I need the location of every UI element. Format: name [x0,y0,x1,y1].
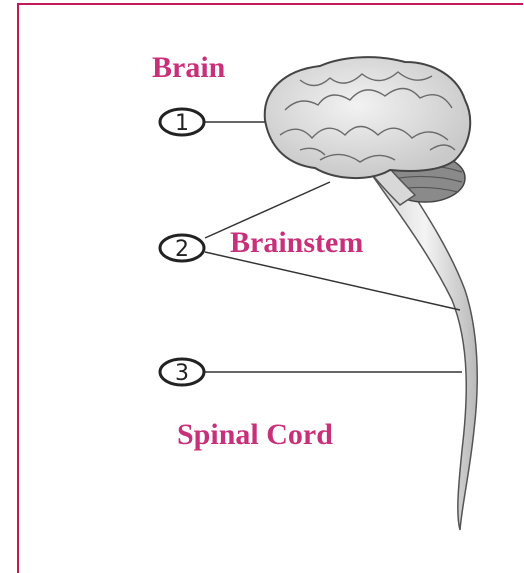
spinal-cord [372,170,477,530]
marker-2-text: 2 [175,237,189,262]
brain-label: Brain [152,53,225,83]
marker-1-text: 1 [175,111,189,136]
spinal-cord-label: Spinal Cord [177,420,333,450]
cerebrum [265,57,470,178]
marker-3: 3 [160,359,204,386]
marker-3-text: 3 [175,361,189,386]
brainstem-label: Brainstem [230,228,363,258]
marker-2: 2 [160,235,204,262]
marker-1: 1 [160,109,204,136]
